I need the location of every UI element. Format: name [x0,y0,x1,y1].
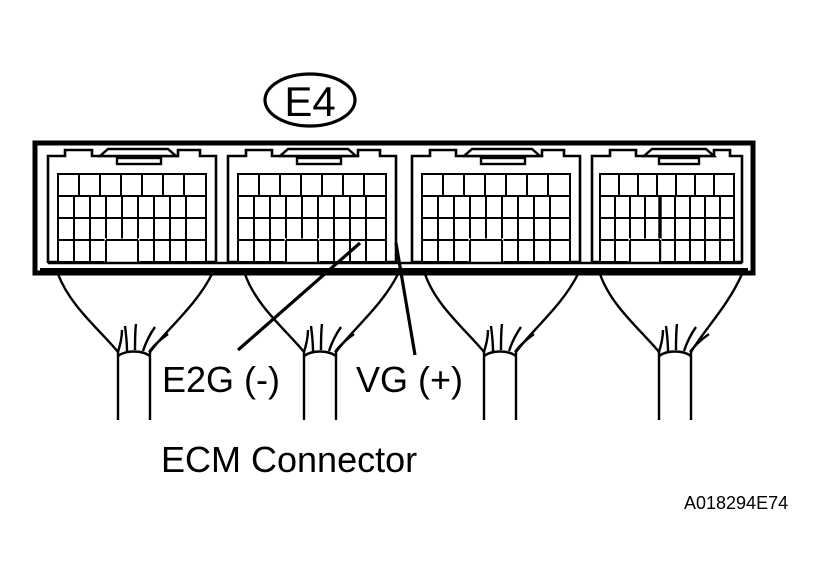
block-3-pin-grid [421,173,571,264]
terminal-label-e2g: E2G (-) [162,359,280,400]
connector-block-4 [590,147,744,264]
vg-leader-line [394,242,417,356]
block-2-pin-grid [237,173,387,264]
block-2-latch-tab [276,147,360,158]
connector-housing [32,140,756,276]
wire-bundle-2 [243,273,400,420]
terminal-label-vg: VG (+) [356,359,463,400]
block-3-latch-slot [479,156,527,166]
wire-bundle-1 [56,273,214,420]
diagram-caption: ECM Connector [161,439,417,480]
e2g-leader-line [236,241,362,352]
connector-block-2 [226,147,398,264]
wire-bundles [56,273,744,420]
connector-badge: E4 [263,72,357,128]
block-1-latch-slot [115,156,163,166]
block-4-pin-grid [599,173,735,264]
block-2-latch-slot [295,156,343,166]
connector-block-1 [46,147,218,264]
badge-oval [263,72,357,128]
block-3-latch-tab [460,147,544,158]
wire-bundle-3 [423,273,580,420]
block-4-latch-slot [657,156,701,166]
block-1-latch-tab [96,147,180,158]
block-1-pin-grid [57,173,207,264]
connector-block-3 [410,147,582,264]
block-4-latch-tab [640,147,718,158]
leader-lines [236,241,417,356]
badge-label: E4 [284,78,335,125]
reference-code: A018294E74 [684,493,788,513]
wire-bundle-4 [598,273,744,420]
